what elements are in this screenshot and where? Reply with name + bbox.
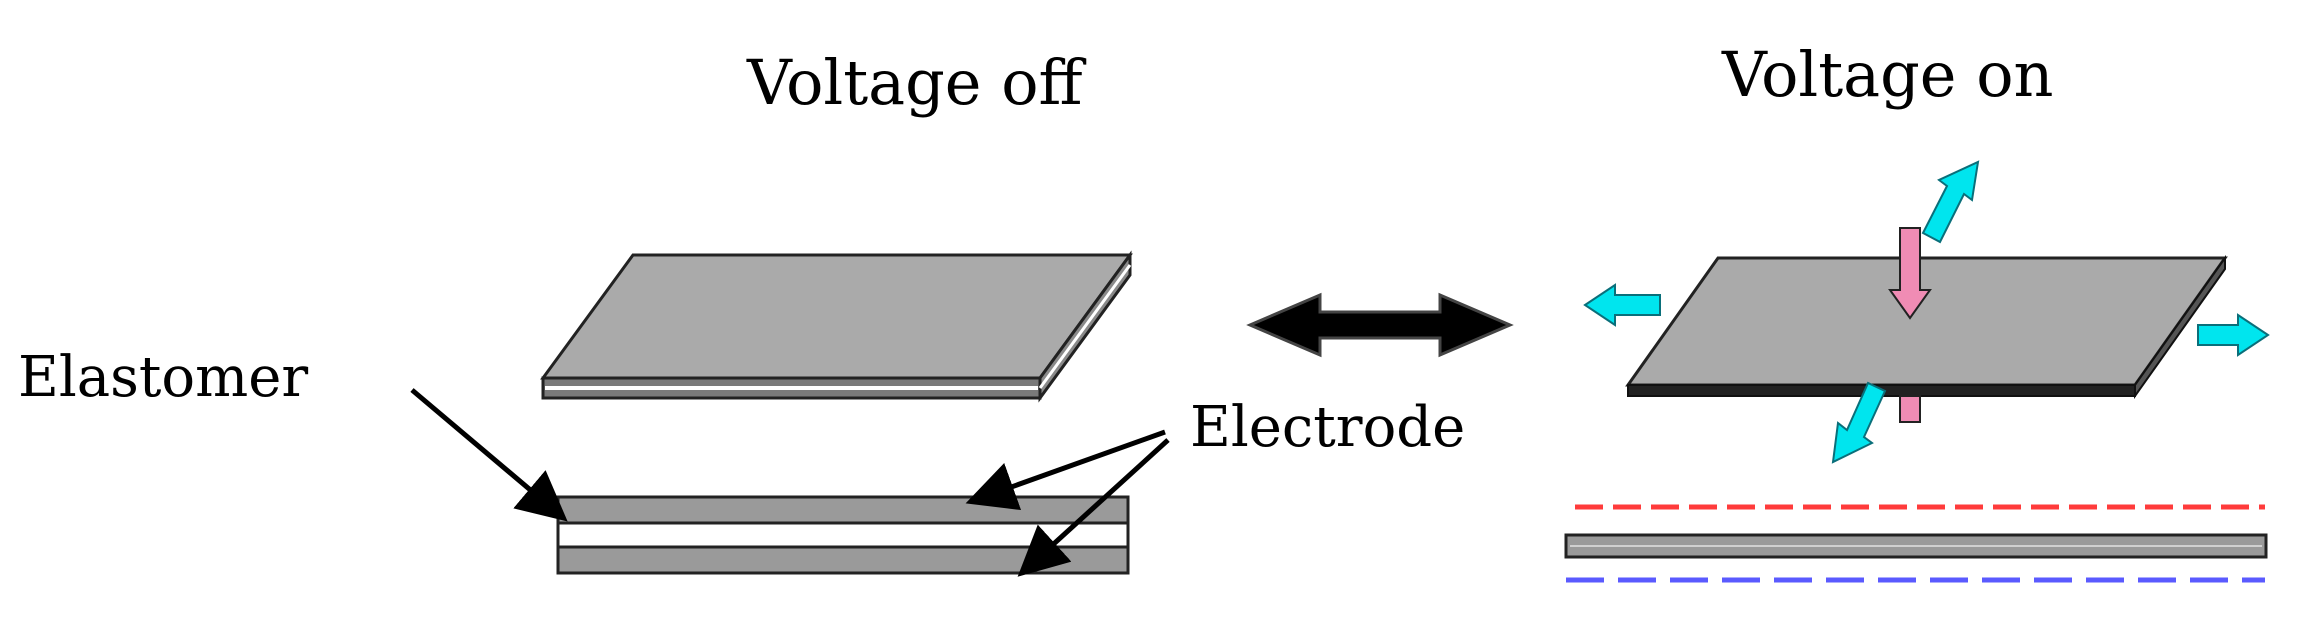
elastomer-pointer-arrow bbox=[410, 388, 568, 522]
plate-off-cross-section bbox=[556, 495, 1130, 575]
top-electrode-layer bbox=[556, 495, 1130, 525]
electrode-bottom-pointer-arrow bbox=[1017, 438, 1170, 577]
pressure-up-stub bbox=[1899, 395, 1921, 423]
strain-arrows bbox=[1583, 160, 2270, 464]
voltage-on-title: Voltage on bbox=[1722, 38, 2054, 111]
elastomer-layer bbox=[556, 521, 1130, 549]
voltage-off-title: Voltage off bbox=[747, 46, 1083, 119]
electrode-top-pointer-arrow bbox=[965, 429, 1166, 511]
strain-right-arrow bbox=[2197, 313, 2270, 357]
pressure-down-arrow bbox=[1888, 227, 1932, 320]
plate-on-3d bbox=[1625, 254, 2228, 400]
pressure-arrows bbox=[1888, 227, 1932, 423]
plate-off-3d bbox=[540, 250, 1133, 403]
strain-lower-arrow bbox=[1831, 381, 1887, 464]
electrode-label: Electrode bbox=[1190, 395, 1466, 460]
transition-double-arrow bbox=[1246, 292, 1514, 358]
strain-left-arrow bbox=[1583, 283, 1661, 327]
elastomer-label: Elastomer bbox=[18, 345, 309, 410]
plate-on-cross-section bbox=[1564, 504, 2268, 583]
strain-upper-arrow bbox=[1921, 160, 1980, 244]
pointer-arrows bbox=[410, 388, 1170, 577]
